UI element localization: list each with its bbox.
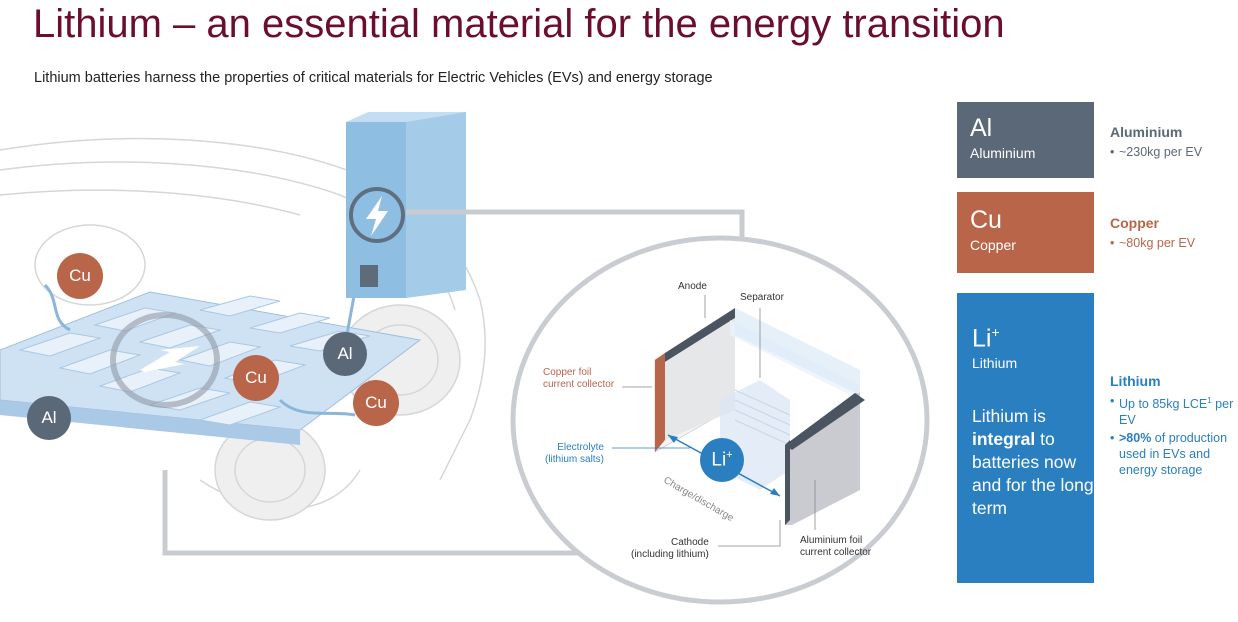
lithium-heading: Lithium [1110, 373, 1161, 389]
lithium-ion-symbol: Li+ [711, 449, 733, 471]
connector-line [406, 209, 745, 245]
aluminium-info: Aluminium ~230kg per EV [1110, 124, 1202, 162]
lithium-info: Lithium Up to 85kg LCE1 per EV >80% of p… [1110, 373, 1236, 480]
al-marker-2: Al [27, 396, 71, 440]
cathode-label: Cathode (including lithium) [631, 537, 709, 560]
electrolyte-label: Electrolyte (lithium salts) [545, 442, 604, 465]
copper-info: Copper ~80kg per EV [1110, 215, 1195, 253]
lithium-symbol: Li+ [972, 324, 1000, 353]
lithium-bullet-2: >80% of production used in EVs and energ… [1110, 430, 1236, 478]
aluminium-name: Aluminium [970, 145, 1036, 161]
aluminium-bullet: ~230kg per EV [1110, 144, 1202, 160]
lightning-icon [366, 196, 388, 236]
anode-label: Anode [678, 281, 707, 292]
al-marker-1: Al [323, 332, 367, 376]
aluminium-foil-label: Aluminium foil current collector [800, 535, 872, 558]
lithium-statement: Lithium is integral to batteries now and… [972, 406, 1094, 519]
copper-box: Cu Copper [957, 192, 1094, 273]
copper-heading: Copper [1110, 215, 1159, 231]
battery-cell [654, 308, 865, 525]
cu-marker-3: Cu [353, 380, 399, 426]
copper-name: Copper [970, 237, 1016, 253]
aluminium-box: Al Aluminium [957, 102, 1094, 178]
cu-marker-2: Cu [233, 355, 279, 401]
aluminium-heading: Aluminium [1110, 124, 1183, 140]
cu-marker-1: Cu [57, 253, 103, 299]
lithium-box: Li+ Lithium Lithium is integral to batte… [957, 293, 1094, 583]
copper-foil-label: Copper foil current collector [543, 367, 615, 390]
page-title: Lithium – an essential material for the … [33, 2, 1005, 46]
lithium-bullet-1: Up to 85kg LCE1 per EV [1110, 393, 1236, 428]
battery-pack [0, 283, 422, 445]
page-subtitle: Lithium batteries harness the properties… [34, 70, 713, 86]
lithium-name: Lithium [972, 355, 1018, 372]
copper-symbol: Cu [970, 206, 1002, 234]
aluminium-symbol: Al [970, 114, 993, 142]
charging-station [346, 112, 466, 298]
copper-bullet: ~80kg per EV [1110, 235, 1195, 251]
separator-label: Separator [740, 292, 784, 303]
